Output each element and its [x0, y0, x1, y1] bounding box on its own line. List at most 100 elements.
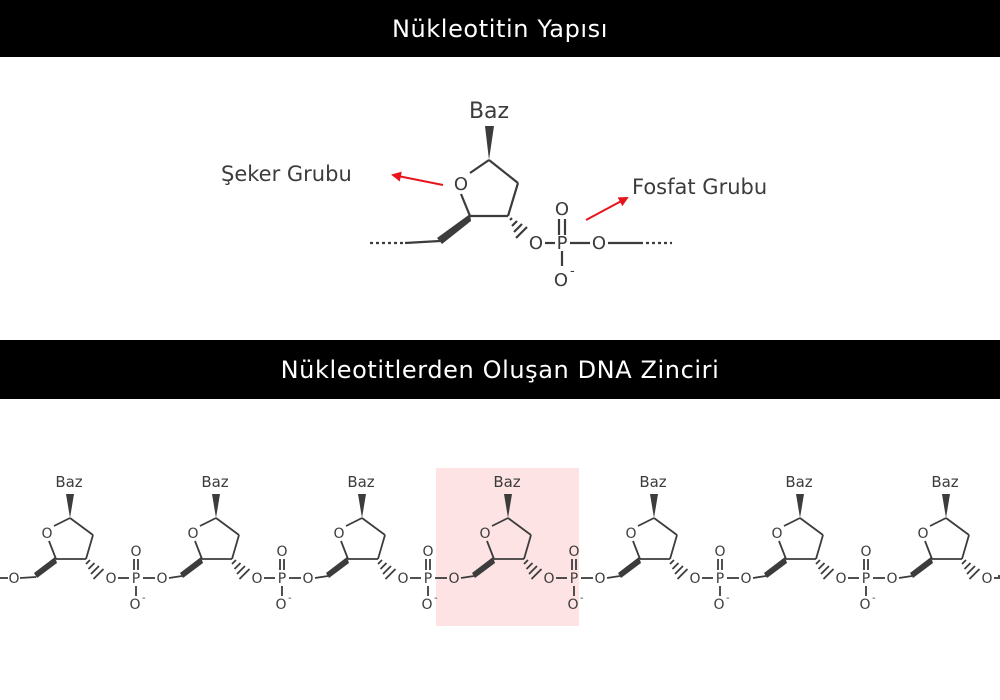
chain-ring-bond [340, 540, 349, 560]
chain-negative-charge: - [142, 593, 146, 604]
chain-phosphorus: P [424, 571, 432, 587]
chain-ring-bond [345, 517, 363, 527]
highlight-box [436, 468, 579, 626]
chain-ring-oxygen: O [771, 526, 782, 542]
chain-ring-bond [815, 534, 824, 560]
chain-negative-oxygen: O [713, 597, 724, 613]
chain-ring-bond [669, 534, 678, 560]
chain-base-wedge [66, 494, 74, 518]
chain-ch2-wedge [764, 557, 787, 578]
chain-base-wedge [504, 494, 512, 518]
chain-negative-oxygen: O [275, 597, 286, 613]
chain-bridging-oxygen: O [302, 571, 313, 587]
chain-ring-bond [199, 517, 217, 527]
chain-ring-oxygen: O [917, 526, 928, 542]
phosphorus: P [557, 233, 568, 254]
chain-bridging-oxygen: O [156, 571, 167, 587]
chain-ch2-wedge [34, 557, 57, 578]
ring-bond [488, 159, 519, 184]
chain-ch2-wedge [618, 557, 641, 578]
chain-base-wedge [358, 494, 366, 518]
chain-ring-bond [361, 517, 386, 536]
chain-ring-bond [377, 534, 386, 560]
phosphate-arrow-icon [585, 197, 629, 221]
chain-ring-bond [632, 540, 641, 560]
chain-phosphorus: P [278, 571, 286, 587]
chain-negative-charge: - [580, 593, 584, 604]
chain-ch2-wedge [472, 557, 495, 578]
sugar-arrow-icon [391, 171, 444, 186]
chain-hashed-bond [238, 568, 251, 580]
chain-ring-bond [924, 540, 933, 560]
chain-negative-charge: - [434, 593, 438, 604]
chain-bridging-oxygen: O [448, 571, 459, 587]
hashed-bond [509, 217, 528, 239]
chain-ring-oxygen: O [479, 526, 490, 542]
chain-ring-bond [85, 534, 94, 560]
chain-hashed-bond [530, 568, 543, 580]
ring-bond [459, 193, 472, 217]
ch2-bond [404, 239, 441, 245]
base-label: Baz [469, 99, 509, 124]
chain-ch2-wedge [180, 557, 203, 578]
chain-negative-charge: - [872, 593, 876, 604]
chain-hashed-bond [817, 562, 826, 570]
chain-ring-bond [48, 540, 57, 560]
chain-base-wedge [212, 494, 220, 518]
chain-hashed-bond [85, 559, 91, 565]
chain-hashed-bond [384, 568, 397, 580]
ring-bond [506, 182, 520, 217]
chain-ring-oxygen: O [41, 526, 52, 542]
ring-oxygen: O [454, 174, 468, 195]
chain-hashed-bond [379, 562, 388, 570]
chain-bridging-oxygen: O [886, 571, 897, 587]
chain-ring-bond [486, 540, 495, 560]
chain-base-label: Baz [347, 473, 374, 491]
chain-ring-bond [231, 534, 240, 560]
chain-hashed-bond [968, 568, 981, 580]
chain-ester-oxygen: O [689, 571, 700, 587]
base-wedge [485, 126, 494, 160]
chain-link-bond [898, 575, 913, 579]
ch2-wedge [437, 214, 471, 244]
chain-hashed-bond [92, 568, 105, 580]
chain-double-oxygen: O [276, 544, 287, 560]
chain-ester-oxygen: O [543, 571, 554, 587]
chain-link-bond [606, 575, 621, 579]
chain-hashed-bond [382, 565, 392, 575]
chain-ester-oxygen: O [251, 571, 262, 587]
chain-hashed-bond [676, 568, 689, 580]
chain-ring-bond [778, 540, 787, 560]
chain-ch2-wedge [910, 557, 933, 578]
chain-ring-bond [929, 517, 947, 527]
chain-hashed-bond [87, 562, 96, 570]
double-bond-oxygen: O [555, 199, 569, 220]
chain-start-bond [19, 576, 37, 579]
chain-negative-charge: - [288, 593, 292, 604]
chain-ring-bond [69, 517, 94, 536]
chain-hashed-bond [963, 562, 972, 570]
chain-ring-bond [53, 517, 71, 527]
chain-double-oxygen: O [860, 544, 871, 560]
chain-negative-oxygen: O [567, 597, 578, 613]
chain-hashed-bond [236, 565, 246, 575]
chain-bridging-oxygen: O [594, 571, 605, 587]
chain-ring-bond [491, 517, 509, 527]
chain-negative-oxygen: O [129, 597, 140, 613]
chain-base-wedge [650, 494, 658, 518]
chain-hashed-bond [90, 565, 100, 575]
chain-base-wedge [796, 494, 804, 518]
chain-link-bond [752, 575, 767, 579]
chain-double-oxygen: O [422, 544, 433, 560]
chain-ester-oxygen: O [397, 571, 408, 587]
chain-double-oxygen: O [714, 544, 725, 560]
chain-double-oxygen: O [130, 544, 141, 560]
chain-ring-bond [523, 534, 532, 560]
chain-ester-oxygen: O [981, 571, 992, 587]
structure-title-banner: Nükleotitin Yapısı [0, 0, 1000, 57]
chain-ring-bond [637, 517, 655, 527]
chain-start-oxygen: O [8, 571, 19, 587]
ring-bond [469, 159, 490, 174]
